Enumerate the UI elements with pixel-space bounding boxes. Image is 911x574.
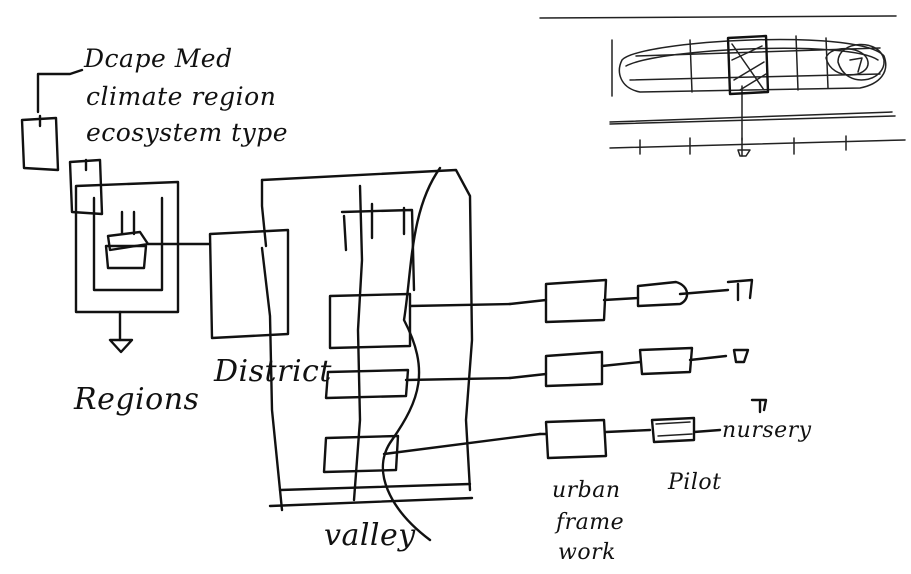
label-ecosystem-type: ecosystem type	[86, 118, 288, 147]
valley-subbox-top	[330, 294, 510, 348]
label-pilot: Pilot	[668, 470, 721, 495]
thumbnail-timeline-sketch	[540, 16, 905, 156]
label-urban: urban	[552, 478, 621, 503]
chain-row-1	[510, 280, 752, 322]
label-frame: frame	[556, 510, 624, 535]
label-work: work	[558, 540, 616, 565]
district-box	[210, 230, 288, 338]
label-valley: valley	[324, 518, 416, 553]
regions-block	[76, 182, 210, 352]
label-nursery: nursery	[722, 418, 812, 443]
chain-row-2	[510, 348, 748, 386]
label-climate-region: climate region	[86, 82, 276, 111]
label-district: District	[214, 354, 332, 389]
label-regions: Regions	[74, 382, 199, 417]
label-dcape-med: Dcape Med	[84, 44, 233, 73]
